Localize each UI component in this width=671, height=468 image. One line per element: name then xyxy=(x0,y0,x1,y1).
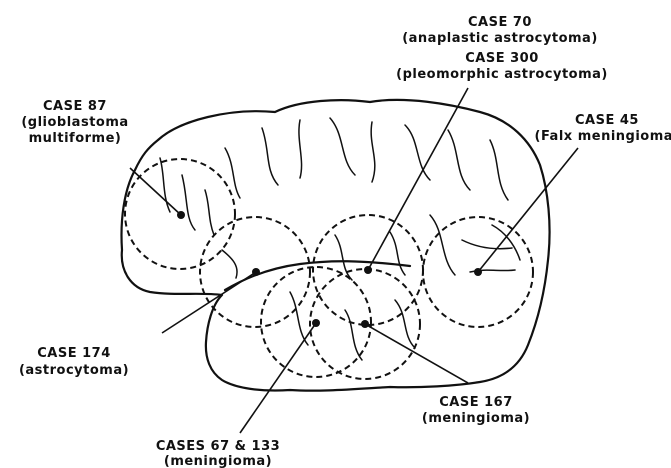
sylvian-fissure xyxy=(225,261,410,290)
label-case-174-type: (astrocytoma) xyxy=(19,363,129,378)
label-cases-67-133: CASES 67 & 133 xyxy=(156,439,280,454)
label-cases-67-133-type: (meningioma) xyxy=(164,454,272,468)
leader-case-70-300 xyxy=(368,88,468,270)
leader-case-87 xyxy=(130,168,181,215)
label-case-87: CASE 87 xyxy=(43,99,107,114)
label-case-300: CASE 300 xyxy=(465,51,539,66)
brain-outline xyxy=(122,100,550,391)
label-case-167: CASE 167 xyxy=(439,395,513,410)
label-case-45: CASE 45 xyxy=(575,113,639,128)
brain-sulci xyxy=(160,118,520,360)
label-case-300-type: (pleomorphic astrocytoma) xyxy=(396,67,608,82)
label-case-70: CASE 70 xyxy=(468,15,532,30)
leader-cases-67-133 xyxy=(240,323,316,433)
leader-case-45 xyxy=(478,148,578,272)
label-case-174: CASE 174 xyxy=(37,346,111,361)
label-case-167-type: (meningioma) xyxy=(422,411,530,426)
leader-case-167 xyxy=(365,324,468,383)
label-case-87-type-2: multiforme) xyxy=(29,131,122,146)
label-case-45-type: (Falx meningioma) xyxy=(535,129,671,144)
label-case-70-type: (anaplastic astrocytoma) xyxy=(402,31,598,46)
label-case-87-type-1: (glioblastoma xyxy=(21,115,128,130)
